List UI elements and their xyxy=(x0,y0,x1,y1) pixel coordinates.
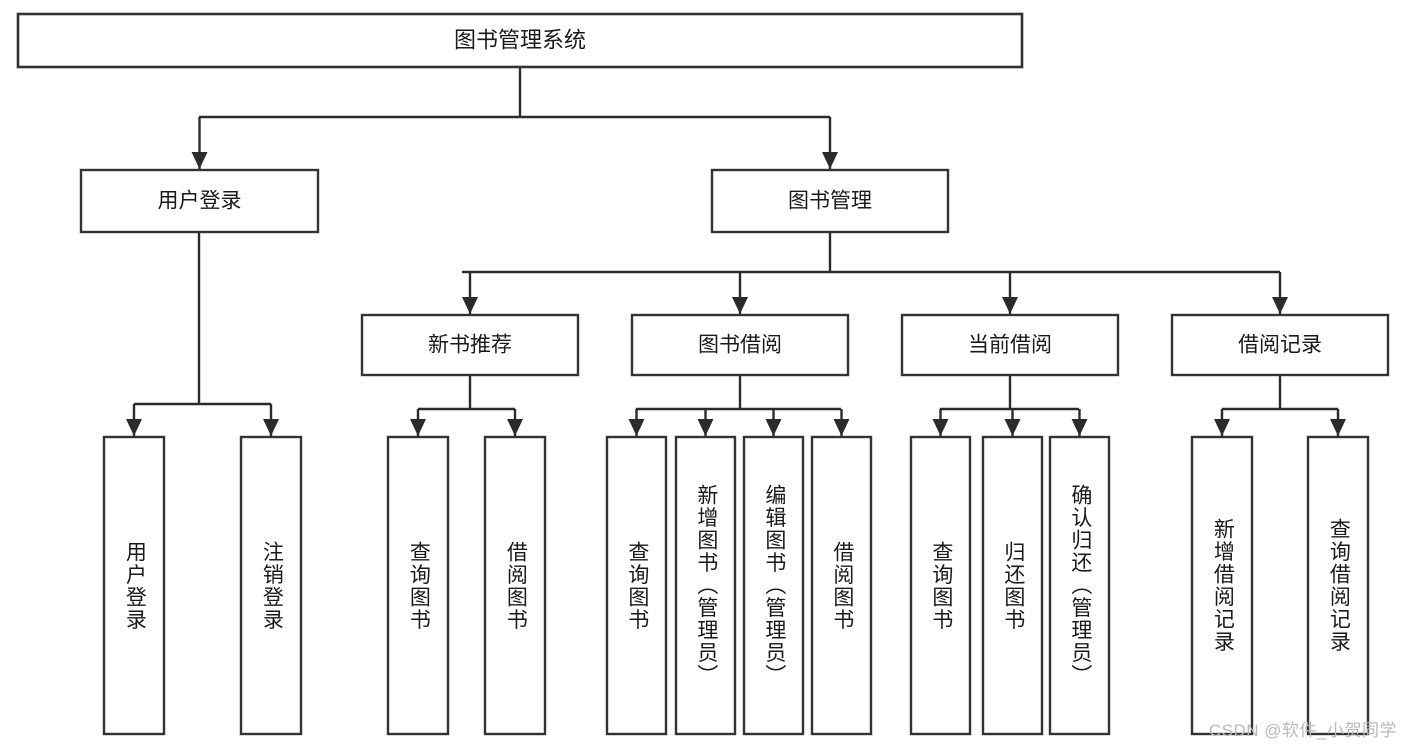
node-leaf-edit-book[interactable] xyxy=(742,435,805,736)
node-new-book-recommend[interactable]: 新书推荐 xyxy=(360,313,580,377)
node-borrow-records[interactable]: 借阅记录 xyxy=(1170,313,1390,377)
arrow-head-icon xyxy=(822,152,838,169)
node-box xyxy=(630,313,850,377)
arrow-head-icon xyxy=(191,152,208,169)
arrow-head-icon xyxy=(507,419,523,436)
node-leaf-query-book-3[interactable] xyxy=(909,435,972,736)
node-label-current-borrow: 当前借阅 xyxy=(968,334,1052,357)
arrow-head-icon xyxy=(932,419,949,436)
node-leaf-borrow-book-2[interactable] xyxy=(810,435,873,736)
node-leaf-query-borrow-record[interactable] xyxy=(1306,435,1370,736)
arrow-head-icon xyxy=(697,419,714,436)
node-root-system[interactable]: 图书管理系统 xyxy=(16,12,1024,69)
node-label-new-book-recommend: 新书推荐 xyxy=(428,334,512,357)
arrow-head-icon xyxy=(263,419,279,436)
node-box xyxy=(742,435,805,736)
node-label-borrow-records: 借阅记录 xyxy=(1238,334,1322,357)
node-leaf-logout-login[interactable] xyxy=(239,435,303,736)
arrow-head-icon xyxy=(462,297,478,314)
node-leaf-query-book-1[interactable] xyxy=(386,435,450,736)
node-box xyxy=(710,168,950,234)
node-box xyxy=(16,12,1024,69)
node-book-borrow[interactable]: 图书借阅 xyxy=(630,313,850,377)
arrow-head-icon xyxy=(410,419,426,436)
node-label-user-login: 用户登录 xyxy=(158,190,242,213)
node-box xyxy=(810,435,873,736)
node-box xyxy=(605,435,668,736)
watermark-text: CSDN @软件_小贺同学 xyxy=(1208,721,1397,740)
arrow-head-icon xyxy=(765,419,782,436)
node-label-book-borrow: 图书借阅 xyxy=(698,334,782,357)
node-box xyxy=(1190,435,1254,736)
node-leaf-user-login[interactable] xyxy=(102,435,166,736)
arrow-head-icon xyxy=(1002,297,1018,314)
node-leaf-query-book-2[interactable] xyxy=(605,435,668,736)
node-box xyxy=(239,435,303,736)
node-user-login[interactable]: 用户登录 xyxy=(79,168,320,234)
node-box xyxy=(79,168,320,234)
node-current-borrow[interactable]: 当前借阅 xyxy=(900,313,1120,377)
node-box xyxy=(674,435,737,736)
node-box xyxy=(360,313,580,377)
node-box xyxy=(102,435,166,736)
arrow-head-icon xyxy=(126,419,142,436)
arrow-head-icon xyxy=(833,419,850,436)
node-leaf-return-book[interactable] xyxy=(981,435,1044,736)
node-box xyxy=(900,313,1120,377)
node-box xyxy=(1306,435,1370,736)
node-box xyxy=(1170,313,1390,377)
node-box xyxy=(909,435,972,736)
node-label-book-management: 图书管理 xyxy=(788,190,872,213)
arrow-head-icon xyxy=(1272,297,1288,314)
node-box xyxy=(1048,435,1111,736)
arrow-head-icon xyxy=(1330,419,1346,436)
node-leaf-borrow-book-1[interactable] xyxy=(483,435,547,736)
node-root-label: 图书管理系统 xyxy=(454,27,586,52)
node-box xyxy=(981,435,1044,736)
node-book-management[interactable]: 图书管理 xyxy=(710,168,950,234)
arrow-head-icon xyxy=(628,419,645,436)
node-box xyxy=(386,435,450,736)
arrow-head-icon xyxy=(732,297,748,314)
arrow-head-icon xyxy=(1004,419,1021,436)
node-leaf-add-borrow-record[interactable] xyxy=(1190,435,1254,736)
node-box xyxy=(483,435,547,736)
node-leaf-confirm-return[interactable] xyxy=(1048,435,1111,736)
node-leaf-add-book[interactable] xyxy=(674,435,737,736)
arrow-head-icon xyxy=(1214,419,1230,436)
arrow-head-icon xyxy=(1071,419,1088,436)
